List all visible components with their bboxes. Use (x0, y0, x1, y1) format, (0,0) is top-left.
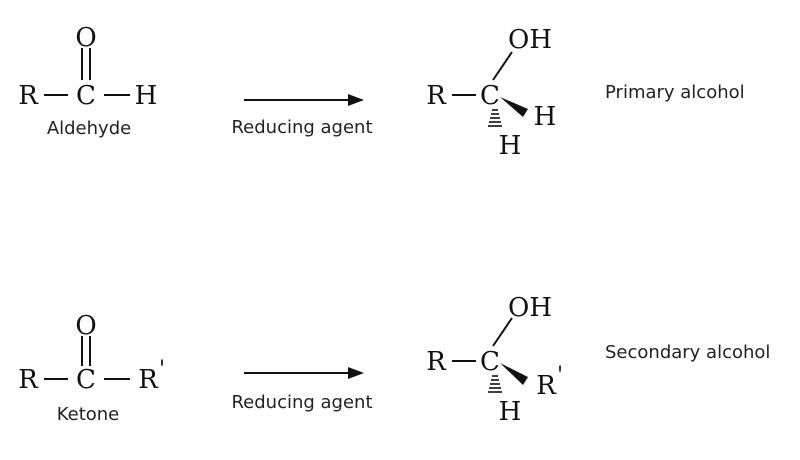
secondary-alcohol-structure: R C OH R ' H (426, 293, 563, 427)
reaction-arrow (244, 94, 364, 106)
bond-c-oh (492, 317, 513, 347)
arrow-head (348, 367, 364, 379)
prime-mark: ' (159, 357, 165, 382)
primary-alcohol-structure: R C OH H H (426, 25, 556, 161)
atom-carbon: C (76, 365, 96, 395)
atom-hydroxyl: OH (508, 293, 552, 323)
reactant-label: Aldehyde (47, 118, 131, 139)
hashed-bond (488, 109, 502, 127)
wedge-bond (500, 97, 528, 117)
bond-c-oh (492, 51, 513, 81)
aldehyde-structure: R C O H (18, 23, 157, 111)
atom-h-right: H (135, 81, 158, 111)
atom-carbon: C (76, 81, 96, 111)
prime-mark: ' (557, 363, 563, 388)
reagent-label: Reducing agent (231, 117, 372, 138)
atom-carbon: C (480, 81, 500, 111)
reaction-arrow (244, 367, 364, 379)
wedge-bond (500, 363, 528, 385)
ketone-structure: R C O R ' (18, 311, 165, 395)
atom-hash-h: H (499, 131, 522, 161)
atom-r-left: R (426, 81, 447, 111)
atom-r-left: R (18, 81, 39, 111)
atom-hydroxyl: OH (508, 25, 552, 55)
atom-oxygen: O (75, 23, 96, 53)
hashed-bond (488, 375, 502, 393)
reactant-label: Ketone (57, 404, 120, 425)
product-label: Primary alcohol (605, 82, 745, 103)
atom-r-left: R (18, 365, 39, 395)
atom-r-left: R (426, 347, 447, 377)
atom-r-prime: R (536, 371, 557, 401)
reaction-ketone: R C O R ' Ketone Reducing agent R C OH R… (18, 293, 770, 427)
arrow-head (348, 94, 364, 106)
atom-hash-h: H (499, 397, 522, 427)
reaction-aldehyde: R C O H Aldehyde Reducing agent R C OH H (18, 23, 744, 161)
atom-carbon: C (480, 347, 500, 377)
atom-wedge-h: H (534, 102, 557, 132)
atom-r-prime: R (138, 365, 159, 395)
reagent-label: Reducing agent (231, 392, 372, 413)
atom-oxygen: O (75, 311, 96, 341)
product-label: Secondary alcohol (605, 342, 770, 363)
